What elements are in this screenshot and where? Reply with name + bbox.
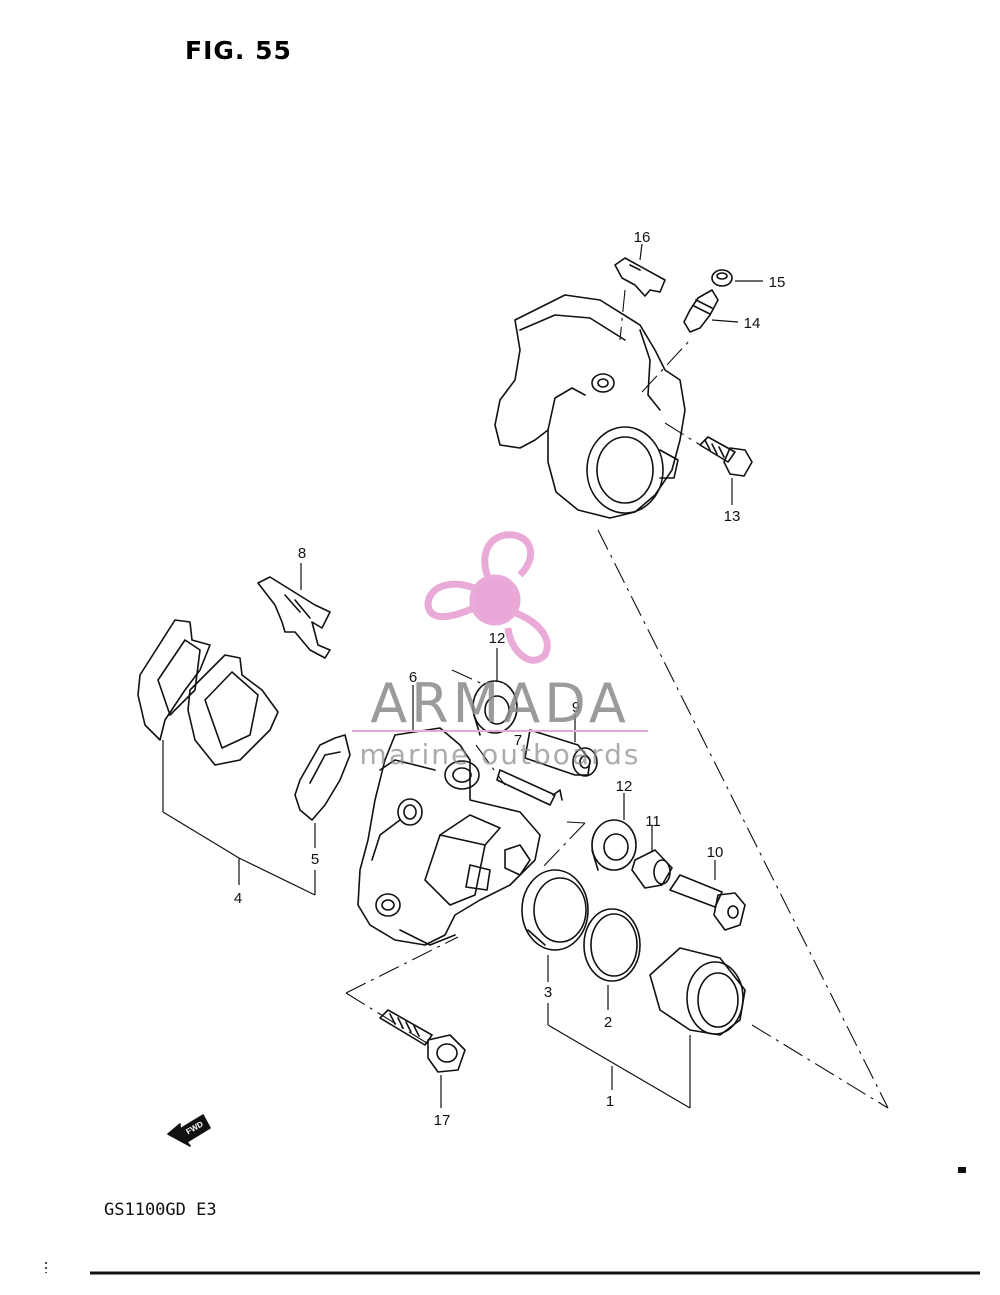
- upper-caliper-body: [494, 294, 686, 519]
- part-4-brake-pads: [137, 619, 279, 766]
- part-17-bolt: [379, 1009, 466, 1073]
- callout-2: 2: [604, 1014, 612, 1031]
- part-5-shim: [294, 734, 351, 821]
- model-code: GS1100GD E3: [104, 1200, 217, 1220]
- part-14-bleeder-valve: [683, 289, 719, 333]
- part-9-sleeve: [524, 729, 598, 777]
- callout-labels: 1 2 3 4 5 6 7 8 9 10 11 12 12 13 14 15 1…: [234, 229, 786, 1129]
- callout-11: 11: [645, 813, 661, 830]
- callout-3: 3: [544, 984, 552, 1001]
- callout-9: 9: [572, 699, 580, 716]
- callout-12-lower: 12: [616, 778, 633, 795]
- part-2-piston-seal: [583, 908, 641, 982]
- callout-17: 17: [434, 1112, 451, 1129]
- assembly-lines: [345, 289, 889, 1109]
- part-7-clip: [496, 769, 563, 806]
- callout-5: 5: [311, 851, 319, 868]
- part-10-slide-pin: [669, 874, 746, 931]
- part-11-bushing: [631, 849, 673, 889]
- watermark-brand: ARMADA: [370, 672, 630, 735]
- callout-7: 7: [514, 732, 522, 749]
- callout-14: 14: [744, 315, 761, 332]
- figure-title: FIG. 55: [185, 36, 292, 65]
- leader-lines: [162, 243, 763, 1109]
- callout-15: 15: [769, 274, 786, 291]
- part-15-bleeder-cap: [711, 269, 733, 287]
- part-3-dust-seal: [521, 869, 589, 951]
- callout-6: 6: [409, 669, 417, 686]
- part-13-bolt: [699, 436, 753, 477]
- watermark-propeller-hub: [475, 580, 515, 620]
- callout-13: 13: [724, 508, 741, 525]
- callout-16: 16: [634, 229, 651, 246]
- callout-1: 1: [606, 1093, 614, 1110]
- callout-12-upper: 12: [489, 630, 506, 647]
- callout-10: 10: [707, 844, 724, 861]
- callout-8: 8: [298, 545, 306, 562]
- part-6-boot: [444, 760, 480, 790]
- part-1-piston: [649, 947, 746, 1036]
- part-8-pad-spring: [257, 576, 331, 659]
- corner-mark: [958, 1167, 966, 1173]
- part-12-boot-lower: [591, 819, 637, 871]
- watermark-tagline: marine outboards: [360, 738, 641, 771]
- callout-4: 4: [234, 890, 242, 907]
- fwd-arrow-icon: [167, 1114, 211, 1147]
- part-16-pad-spring: [614, 257, 666, 297]
- watermark-propeller-logo: [424, 531, 551, 664]
